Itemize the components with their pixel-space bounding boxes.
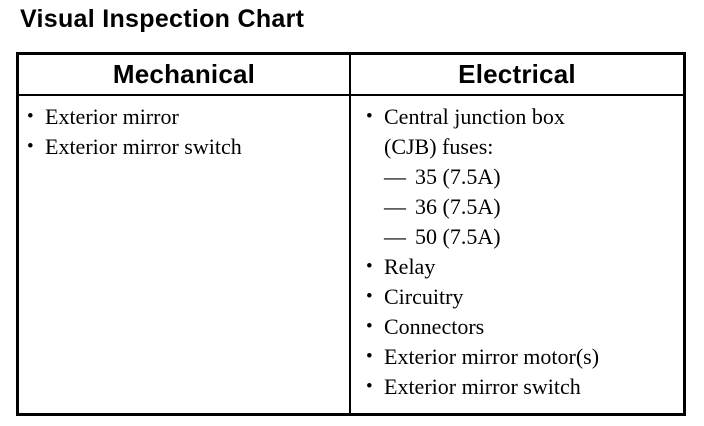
list-item-line: Exterior mirror: [45, 104, 179, 129]
electrical-items-cell: • Central junction box (CJB) fuses: — 35 (7.…: [351, 96, 683, 413]
dash-icon: —: [384, 224, 406, 249]
list-item-text: Exterior mirror motor(s): [384, 342, 679, 372]
sub-item-text: 35 (7.5A): [415, 164, 501, 189]
list-item-line: (CJB) fuses:: [384, 134, 494, 159]
list-item-line: Exterior mirror motor(s): [384, 344, 600, 369]
list-item-line: Connectors: [384, 314, 485, 339]
sub-item: — 35 (7.5A): [384, 162, 679, 192]
list-item-text: Central junction box (CJB) fuses: — 35 (7.5…: [384, 102, 679, 252]
list-item-line: Exterior mirror switch: [384, 374, 581, 399]
list-item-text: Exterior mirror switch: [45, 132, 345, 162]
bullet-icon: •: [366, 316, 373, 337]
list-item: • Connectors: [366, 312, 679, 342]
column-header-electrical: Electrical: [351, 55, 683, 96]
list-item-text: Connectors: [384, 312, 679, 342]
list-item: • Central junction box (CJB) fuses: — 35 (7.…: [366, 102, 679, 252]
list-item: • Exterior mirror switch: [366, 372, 679, 402]
list-item-text: Exterior mirror: [45, 102, 345, 132]
sub-item-text: 50 (7.5A): [415, 224, 501, 249]
list-item-line: Circuitry: [384, 284, 464, 309]
bullet-icon: •: [366, 106, 373, 127]
list-item: • Exterior mirror switch: [27, 132, 345, 162]
bullet-icon: •: [366, 346, 373, 367]
sub-item-text: 36 (7.5A): [415, 194, 501, 219]
mechanical-items-cell: • Exterior mirror • Exterior mirror switch: [19, 96, 351, 413]
list-item: • Circuitry: [366, 282, 679, 312]
list-item-line: Relay: [384, 254, 436, 279]
list-item-text: Circuitry: [384, 282, 679, 312]
list-item: • Relay: [366, 252, 679, 282]
sub-item: — 50 (7.5A): [384, 222, 679, 252]
bullet-icon: •: [366, 256, 373, 277]
list-item: • Exterior mirror: [27, 102, 345, 132]
dash-icon: —: [384, 194, 406, 219]
column-header-mechanical: Mechanical: [19, 55, 351, 96]
bullet-icon: •: [366, 376, 373, 397]
bullet-icon: •: [366, 286, 373, 307]
dash-icon: —: [384, 164, 406, 189]
list-item-text: Relay: [384, 252, 679, 282]
bullet-icon: •: [27, 136, 34, 157]
list-item-line: Exterior mirror switch: [45, 134, 242, 159]
list-item-line: Central junction box: [384, 104, 565, 129]
visual-inspection-table: Mechanical Electrical • Exterior mirror • E…: [16, 52, 686, 416]
list-item: • Exterior mirror motor(s): [366, 342, 679, 372]
sub-item: — 36 (7.5A): [384, 192, 679, 222]
page-title: Visual Inspection Chart: [20, 5, 305, 33]
list-item-text: Exterior mirror switch: [384, 372, 679, 402]
bullet-icon: •: [27, 106, 34, 127]
